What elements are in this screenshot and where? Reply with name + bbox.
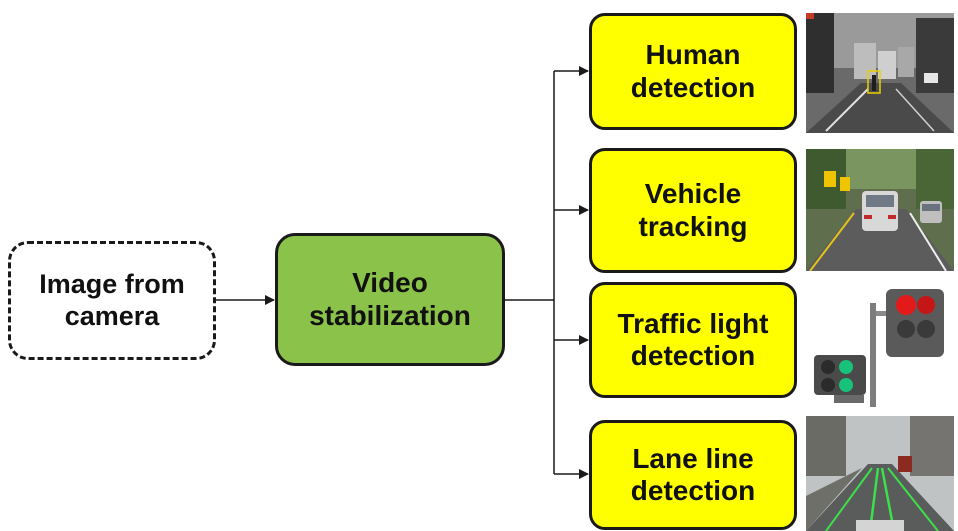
vehicle-tracking-box: Vehicle tracking [589, 148, 797, 273]
street-scene-grayscale-photo [806, 13, 954, 133]
traffic-light-detection-label: Traffic light detection [617, 307, 769, 371]
input-label: Image from camera [39, 269, 185, 331]
stabilization-label: Video stabilization [309, 267, 471, 331]
traffic-light-illustration [806, 283, 954, 407]
road-with-cars-photo [806, 149, 954, 271]
lane-line-detection-label: Lane line detection [630, 442, 756, 506]
traffic-light-detection-box: Traffic light detection [589, 282, 797, 398]
lane-line-detection-box: Lane line detection [589, 420, 797, 530]
vehicle-tracking-label: Vehicle tracking [638, 178, 748, 242]
stabilization-box: Video stabilization [275, 233, 505, 366]
human-detection-label: Human detection [630, 39, 756, 103]
lane-lines-road-photo [806, 416, 954, 531]
human-detection-box: Human detection [589, 13, 797, 130]
input-box: Image from camera [8, 241, 216, 360]
